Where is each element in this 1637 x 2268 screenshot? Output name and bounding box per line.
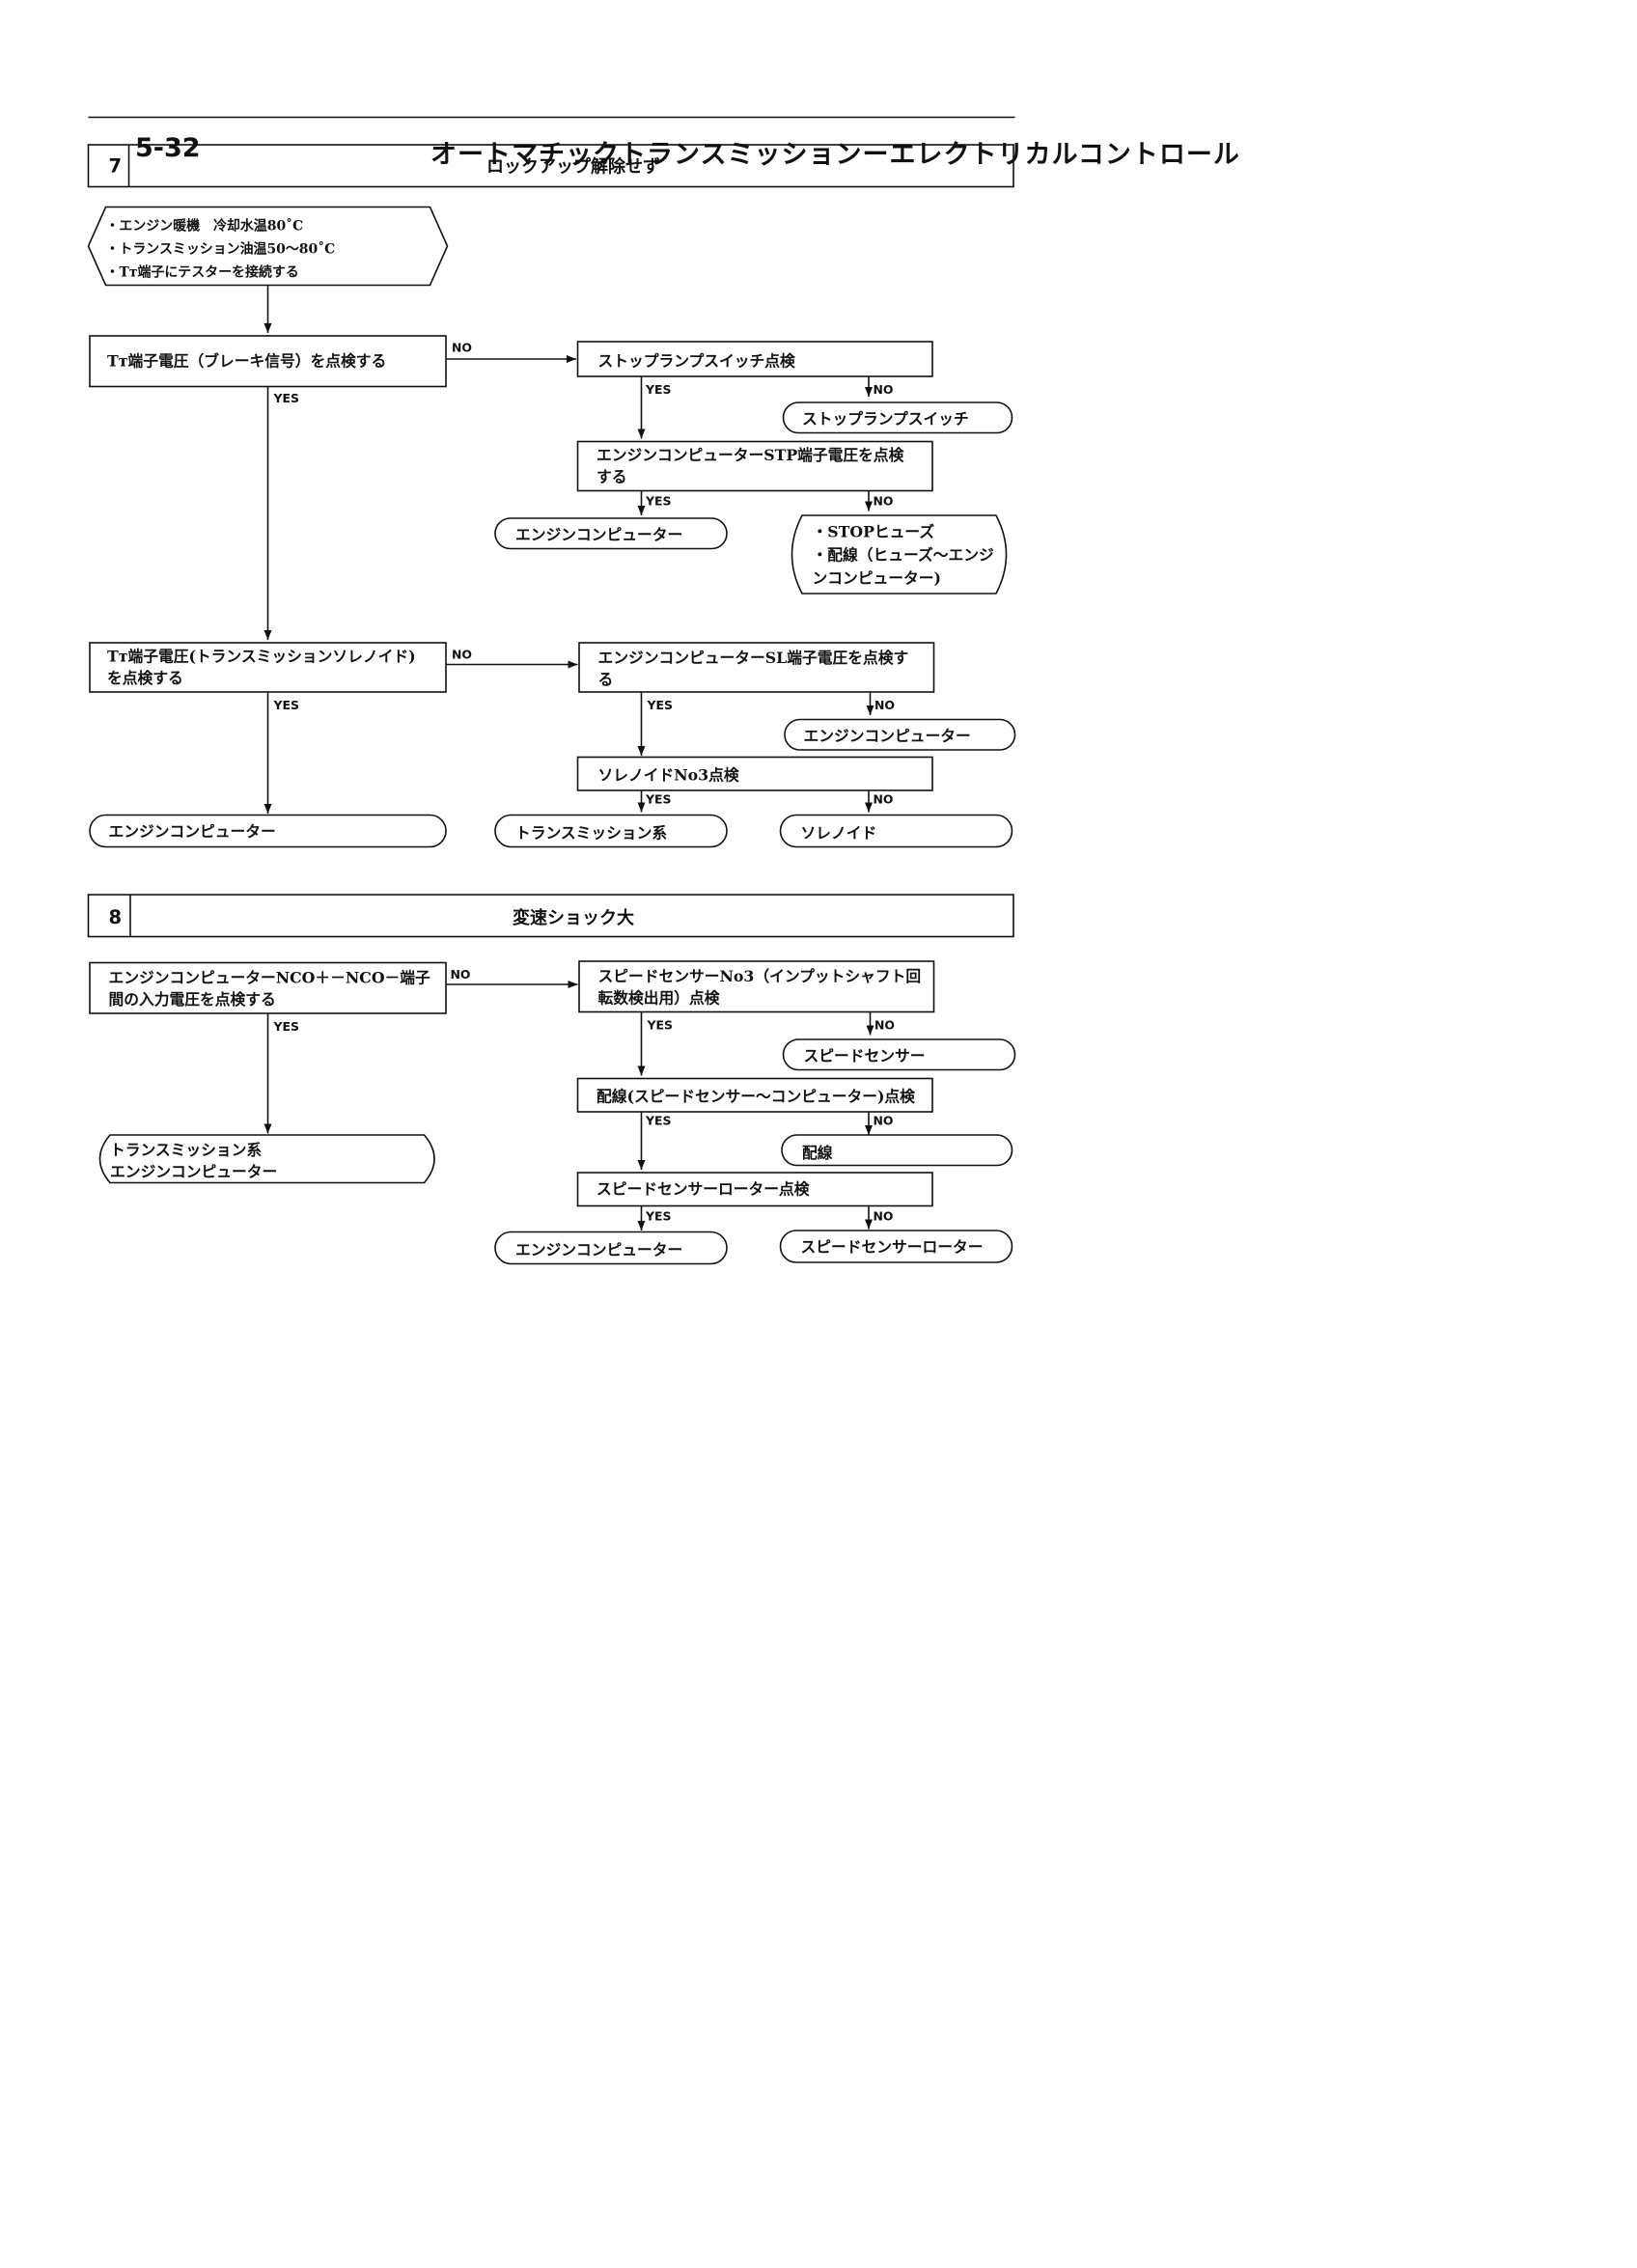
node-sl-terminal-check-text-line-2: る xyxy=(598,671,614,689)
result-engine-computer-4 xyxy=(494,1231,728,1265)
node-speed-sensor-3-check xyxy=(578,960,935,1013)
result-transmission-system-1-text-line-1: トランスミッション系 xyxy=(515,824,667,843)
node-stop-lamp-switch-check-text-line-1: ストップランプスイッチ点検 xyxy=(598,352,796,371)
result-wiring xyxy=(781,1134,1013,1167)
label-d1-yes: YES xyxy=(273,1019,300,1034)
label-b1-no: NO xyxy=(874,382,894,397)
result-solenoid-text-line-1: ソレノイド xyxy=(801,824,877,843)
label-c1-yes: YES xyxy=(647,698,674,712)
label-e3-no: NO xyxy=(874,1209,894,1224)
result-engine-computer-4-text-line-1: エンジンコンピューター xyxy=(515,1241,682,1259)
node-speed-sensor-3-check-text-line-1: スピードセンサーNo3（インプットシャフト回 xyxy=(598,967,922,985)
result-engine-computer-2-text-line-1: エンジンコンピューター xyxy=(804,727,971,745)
result-stop-fuse-wiring-text-line-2: ・配線（ヒューズ～エンジ xyxy=(813,546,994,565)
label-b2-no: NO xyxy=(874,494,894,509)
label-d1-no: NO xyxy=(451,967,471,982)
page-number: 5-32 xyxy=(135,133,201,163)
label-e2-yes: YES xyxy=(645,1114,672,1128)
label-a2-no: NO xyxy=(452,648,472,662)
result-transmission-and-computer xyxy=(98,1134,435,1184)
node-tt-solenoid-text-line-1: Tᴛ端子電圧(トランスミッションソレノイド) xyxy=(107,648,416,666)
result-speed-sensor-rotor-text-line-1: スピードセンサーローター xyxy=(801,1238,984,1257)
node-wiring-check-text-line-1: 配線(スピードセンサー～コンピューター)点検 xyxy=(597,1088,915,1106)
section-8-title: 変速ショック大 xyxy=(513,907,634,928)
node-stp-terminal-check-text-line-1: エンジンコンピューターSTP端子電圧を点検 xyxy=(597,446,904,464)
result-engine-computer-2 xyxy=(784,718,1016,751)
result-stop-fuse-wiring-text-line-3: ンコンピューター) xyxy=(813,569,941,588)
label-a1-no: NO xyxy=(452,341,472,355)
result-engine-computer-1-text-line-1: エンジンコンピューター xyxy=(515,526,682,544)
label-a2-yes: YES xyxy=(273,698,300,712)
node-nco-terminal-check-text-line-1: エンジンコンピューターNCO＋－NCO－端子 xyxy=(109,969,431,987)
label-e1-no: NO xyxy=(874,1018,895,1033)
section-8-title-bar xyxy=(87,894,1014,938)
result-transmission-system-1 xyxy=(494,814,728,848)
label-c1-no: NO xyxy=(874,698,895,712)
node-sensor-rotor-check xyxy=(576,1172,933,1207)
node-tt-solenoid-text-line-2: を点検する xyxy=(107,669,183,687)
precondition-text-line-2: ・トランスミッション油温50～80˚C xyxy=(106,241,336,258)
label-a1-yes: YES xyxy=(273,391,300,405)
result-speed-sensor-rotor xyxy=(779,1230,1013,1263)
section-7-title-bar xyxy=(87,144,1014,188)
label-c2-yes: YES xyxy=(645,792,672,807)
result-wiring-text-line-1: 配線 xyxy=(802,1144,833,1162)
result-engine-computer-1 xyxy=(494,517,728,550)
label-b2-yes: YES xyxy=(645,494,672,509)
node-tt-brake-signal-text-line-1: Tᴛ端子電圧（ブレーキ信号）を点検する xyxy=(107,352,386,371)
label-c2-no: NO xyxy=(874,792,894,807)
node-sensor-rotor-check-text-line-1: スピードセンサーローター点検 xyxy=(597,1180,810,1199)
result-speed-sensor xyxy=(782,1038,1016,1071)
section-7-title: ロックアップ解除せず xyxy=(486,156,660,178)
node-stp-terminal-check-text-line-2: する xyxy=(597,468,627,486)
precondition-text-line-1: ・エンジン暖機 冷却水温80˚C xyxy=(106,218,304,235)
result-transmission-and-computer-text-line-2: エンジンコンピューター xyxy=(110,1163,277,1181)
section-8-number: 8 xyxy=(109,906,123,928)
precondition-text-line-3: ・Tᴛ端子にテスターを接続する xyxy=(106,264,299,281)
node-stp-terminal-check xyxy=(576,440,933,492)
precondition-box xyxy=(87,206,449,287)
section-7-number: 7 xyxy=(109,155,123,178)
result-engine-computer-3 xyxy=(89,814,447,848)
result-solenoid xyxy=(779,814,1013,848)
label-e2-no: NO xyxy=(874,1114,894,1128)
node-nco-terminal-check-text-line-2: 間の入力電圧を点検する xyxy=(109,990,276,1009)
node-solenoid-3-check xyxy=(576,756,933,791)
result-stop-fuse-wiring xyxy=(791,514,1008,595)
label-e3-yes: YES xyxy=(645,1209,672,1224)
result-stop-fuse-wiring-text-line-1: ・STOPヒューズ xyxy=(813,523,935,541)
label-b1-yes: YES xyxy=(645,382,672,397)
node-wiring-check xyxy=(576,1077,933,1113)
result-speed-sensor-text-line-1: スピードセンサー xyxy=(804,1047,926,1065)
node-stop-lamp-switch-check xyxy=(576,341,933,377)
label-e1-yes: YES xyxy=(647,1018,674,1033)
node-sl-terminal-check xyxy=(578,642,935,693)
result-engine-computer-3-text-line-1: エンジンコンピューター xyxy=(109,822,276,841)
node-sl-terminal-check-text-line-1: エンジンコンピューターSL端子電圧を点検す xyxy=(598,649,909,667)
node-solenoid-3-check-text-line-1: ソレノイドNo3点検 xyxy=(598,766,739,785)
node-speed-sensor-3-check-text-line-2: 転数検出用）点検 xyxy=(598,989,720,1008)
result-transmission-and-computer-text-line-1: トランスミッション系 xyxy=(110,1141,262,1159)
result-stop-lamp-switch xyxy=(782,401,1013,434)
result-stop-lamp-switch-text-line-1: ストップランプスイッチ xyxy=(802,410,969,429)
